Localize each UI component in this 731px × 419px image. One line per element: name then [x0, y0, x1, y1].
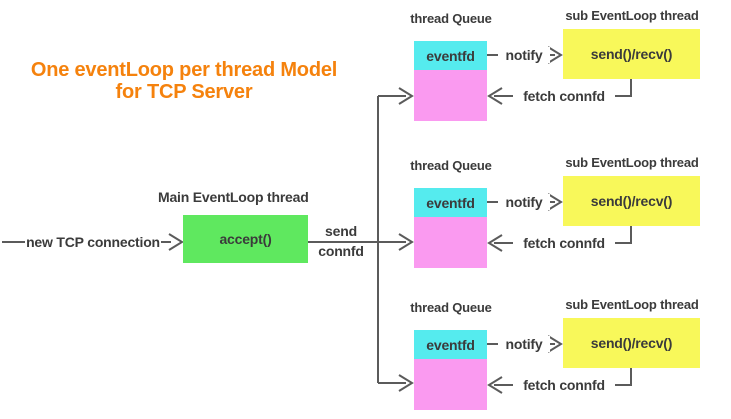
diagram-title: One eventLoop per thread Model for TCP S…	[24, 59, 344, 103]
eventfd-cell: eventfd	[414, 330, 487, 359]
send-recv-label: send()/recv()	[590, 193, 673, 209]
send-recv-label: send()/recv()	[590, 46, 673, 62]
send-connfd-arrow	[308, 233, 414, 251]
branch-bottom-arrow	[378, 374, 414, 392]
thread-queue-label: thread Queue	[410, 11, 492, 26]
connfd-label: connfd	[318, 243, 364, 259]
accept-box: accept()	[183, 215, 308, 263]
eventfd-cell: eventfd	[414, 188, 487, 217]
queue-cell	[414, 217, 487, 268]
queue-cell	[414, 70, 487, 121]
send-recv-box: send()/recv()	[563, 29, 700, 79]
send-label: send	[325, 223, 357, 239]
notify-label: notify	[498, 194, 550, 210]
eventfd-label: eventfd	[426, 336, 475, 353]
queue-cell	[414, 359, 487, 410]
accept-label: accept()	[219, 231, 272, 247]
send-recv-label: send()/recv()	[590, 335, 673, 351]
send-recv-box: send()/recv()	[563, 176, 700, 226]
notify-label: notify	[498, 336, 550, 352]
main-eventloop-thread-label: Main EventLoop thread	[158, 189, 309, 205]
branch-top-arrow	[378, 87, 414, 105]
fetch-connfd-label: fetch connfd	[513, 377, 615, 393]
sub-eventloop-thread-label: sub EventLoop thread	[565, 297, 699, 312]
new-tcp-connection-label: new TCP connection	[25, 234, 161, 250]
notify-label: notify	[498, 47, 550, 63]
eventfd-cell: eventfd	[414, 41, 487, 70]
eventfd-label: eventfd	[426, 194, 475, 211]
fetch-connfd-label: fetch connfd	[513, 235, 615, 251]
send-recv-box: send()/recv()	[563, 318, 700, 368]
sub-eventloop-thread-label: sub EventLoop thread	[565, 155, 699, 170]
thread-queue-label: thread Queue	[410, 300, 492, 315]
fetch-connfd-label: fetch connfd	[513, 88, 615, 104]
diagram-title-line1: One eventLoop per thread Model	[30, 59, 338, 81]
thread-queue-label: thread Queue	[410, 158, 492, 173]
sub-eventloop-thread-label: sub EventLoop thread	[565, 8, 699, 23]
diagram-title-line2: for TCP Server	[115, 81, 253, 103]
eventfd-label: eventfd	[426, 47, 475, 64]
